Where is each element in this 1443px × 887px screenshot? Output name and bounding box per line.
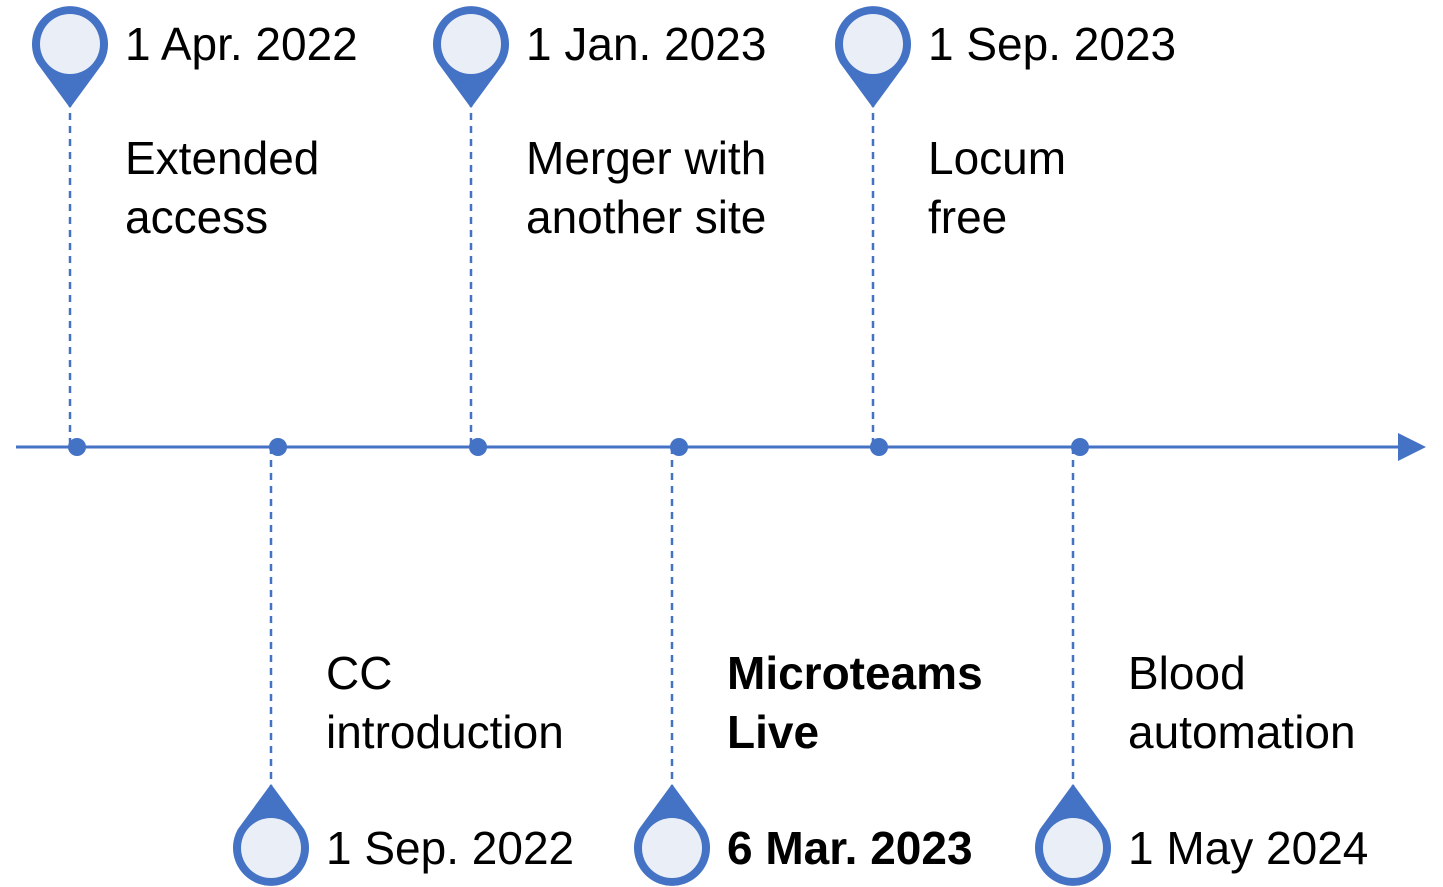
map-pin-inner-circle <box>241 818 301 878</box>
milestone-markers <box>31 6 1111 886</box>
milestone-dot <box>469 438 487 456</box>
milestone-date: 1 Apr. 2022 <box>125 18 358 70</box>
milestone-dot <box>269 438 287 456</box>
milestone-date: 1 Sep. 2023 <box>928 18 1177 70</box>
milestone-date: 1 Sep. 2022 <box>326 822 575 874</box>
milestone-event: CC introduction <box>326 647 564 758</box>
milestone-dot <box>870 438 888 456</box>
timeline-arrowhead <box>1398 433 1426 461</box>
milestone-event: Blood automation <box>1128 647 1356 758</box>
map-pin-inner-circle <box>843 14 903 74</box>
milestone-date: 1 May 2024 <box>1128 822 1369 874</box>
milestone-event: Merger with another site <box>526 132 767 243</box>
milestone-dot <box>68 438 86 456</box>
milestone-event: Extended access <box>125 132 320 243</box>
milestone-dot <box>670 438 688 456</box>
milestone-event: Locum free <box>928 132 1067 243</box>
map-pin-inner-circle <box>441 14 501 74</box>
map-pin-inner-circle <box>40 14 100 74</box>
milestone-date: 1 Jan. 2023 <box>526 18 767 70</box>
milestone-dot <box>1071 438 1089 456</box>
map-pin-inner-circle <box>1043 818 1103 878</box>
milestone-event: Microteams Live <box>727 647 983 758</box>
milestone-date: 6 Mar. 2023 <box>727 822 973 874</box>
map-pin-inner-circle <box>642 818 702 878</box>
